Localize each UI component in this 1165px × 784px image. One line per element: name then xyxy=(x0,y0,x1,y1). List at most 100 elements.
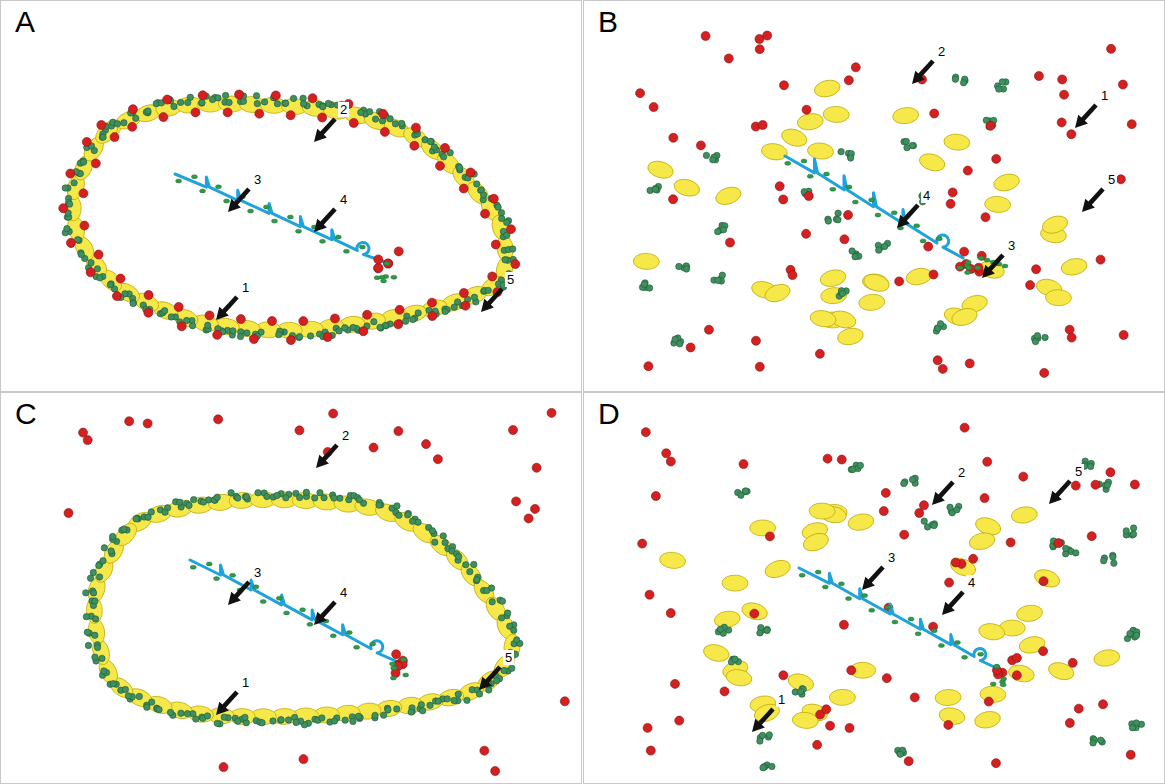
green-particle xyxy=(676,263,682,269)
green-cluster xyxy=(110,119,127,127)
green-particle xyxy=(199,100,205,106)
red-particle xyxy=(481,209,490,218)
green-particle xyxy=(757,738,763,744)
green-particle xyxy=(270,718,276,724)
red-particle xyxy=(910,693,919,702)
green-particle xyxy=(835,210,841,216)
green-cluster xyxy=(99,668,109,679)
red-particle xyxy=(299,317,308,326)
red-particle xyxy=(1026,281,1035,290)
red-particle xyxy=(1091,480,1100,489)
green-cluster xyxy=(676,263,690,272)
green-dot xyxy=(938,643,944,647)
membrane-lipid xyxy=(1007,663,1036,684)
red-particle xyxy=(704,325,713,334)
red-particle xyxy=(213,330,222,339)
red-particle xyxy=(904,757,913,766)
green-cluster xyxy=(875,240,891,253)
membrane-lipid xyxy=(1060,256,1089,277)
membrane-lipid xyxy=(702,642,731,664)
green-particle xyxy=(909,476,915,482)
green-cluster xyxy=(895,747,907,757)
callout-number: 4 xyxy=(338,192,349,207)
green-cluster xyxy=(501,246,516,254)
membrane-lipid xyxy=(470,576,498,606)
green-particle xyxy=(641,281,647,287)
red-particle xyxy=(991,759,1000,768)
peptide-chain xyxy=(190,560,398,662)
green-particle xyxy=(222,92,228,98)
green-particle xyxy=(99,134,105,140)
red-particle xyxy=(308,94,317,103)
green-cluster xyxy=(983,117,997,130)
green-particle xyxy=(136,693,142,699)
red-particle xyxy=(669,195,678,204)
red-particle xyxy=(384,259,393,268)
red-particle xyxy=(110,133,119,142)
green-particle xyxy=(121,120,127,126)
peptide-chain xyxy=(785,156,963,258)
callout-number: 3 xyxy=(886,550,897,565)
membrane-lipid xyxy=(892,106,920,125)
red-particle xyxy=(644,362,653,371)
green-particle xyxy=(757,630,763,636)
green-cluster xyxy=(473,574,481,584)
figure-panel: C xyxy=(0,392,582,784)
green-particle xyxy=(847,155,853,161)
red-particle xyxy=(938,364,947,373)
callout-arrow xyxy=(982,253,1005,278)
red-particle xyxy=(1019,472,1028,481)
green-particle xyxy=(502,257,508,263)
green-cluster xyxy=(211,494,220,503)
green-particle xyxy=(703,152,709,158)
green-cluster xyxy=(901,475,919,487)
green-dot xyxy=(830,187,836,191)
red-particle xyxy=(299,755,308,764)
red-particle xyxy=(177,322,186,331)
red-particle xyxy=(459,288,468,297)
membrane-lipid xyxy=(763,557,793,580)
green-dot xyxy=(822,585,828,589)
green-dot xyxy=(346,631,352,635)
green-particle xyxy=(510,246,516,252)
red-particle xyxy=(249,335,258,344)
green-particle xyxy=(96,574,102,580)
green-particle xyxy=(296,333,302,339)
callout-number: 2 xyxy=(340,428,351,443)
green-dot xyxy=(253,585,259,589)
green-particle xyxy=(996,86,1002,92)
green-particle xyxy=(514,637,520,643)
red-particle xyxy=(915,509,924,518)
red-particle xyxy=(686,343,695,352)
green-dot xyxy=(875,213,881,217)
green-cluster xyxy=(354,495,366,507)
green-particle xyxy=(274,100,280,106)
green-cluster xyxy=(952,74,968,86)
green-dot xyxy=(287,215,293,219)
membrane-lipid xyxy=(820,287,847,305)
green-particle xyxy=(242,714,248,720)
green-particle xyxy=(480,192,486,198)
green-dot xyxy=(354,645,360,649)
panel-letter: C xyxy=(13,397,39,431)
green-particle xyxy=(897,751,903,757)
green-cluster xyxy=(409,516,421,525)
red-particle xyxy=(1032,265,1041,274)
green-particle xyxy=(419,708,425,714)
green-dot xyxy=(343,249,349,253)
green-particle xyxy=(358,109,364,115)
green-dot xyxy=(931,629,937,633)
green-particle xyxy=(92,632,98,638)
green-cluster xyxy=(87,569,102,581)
green-dot xyxy=(176,179,182,183)
green-particle xyxy=(122,686,128,692)
green-dot xyxy=(785,161,791,165)
callout-arrow xyxy=(481,287,504,312)
green-particle xyxy=(148,509,154,515)
green-particle xyxy=(100,134,106,140)
green-dot xyxy=(885,605,891,609)
green-dot xyxy=(206,562,212,566)
panel-letter: A xyxy=(13,5,37,39)
green-cluster xyxy=(849,248,862,260)
panel-letter: D xyxy=(596,397,622,431)
